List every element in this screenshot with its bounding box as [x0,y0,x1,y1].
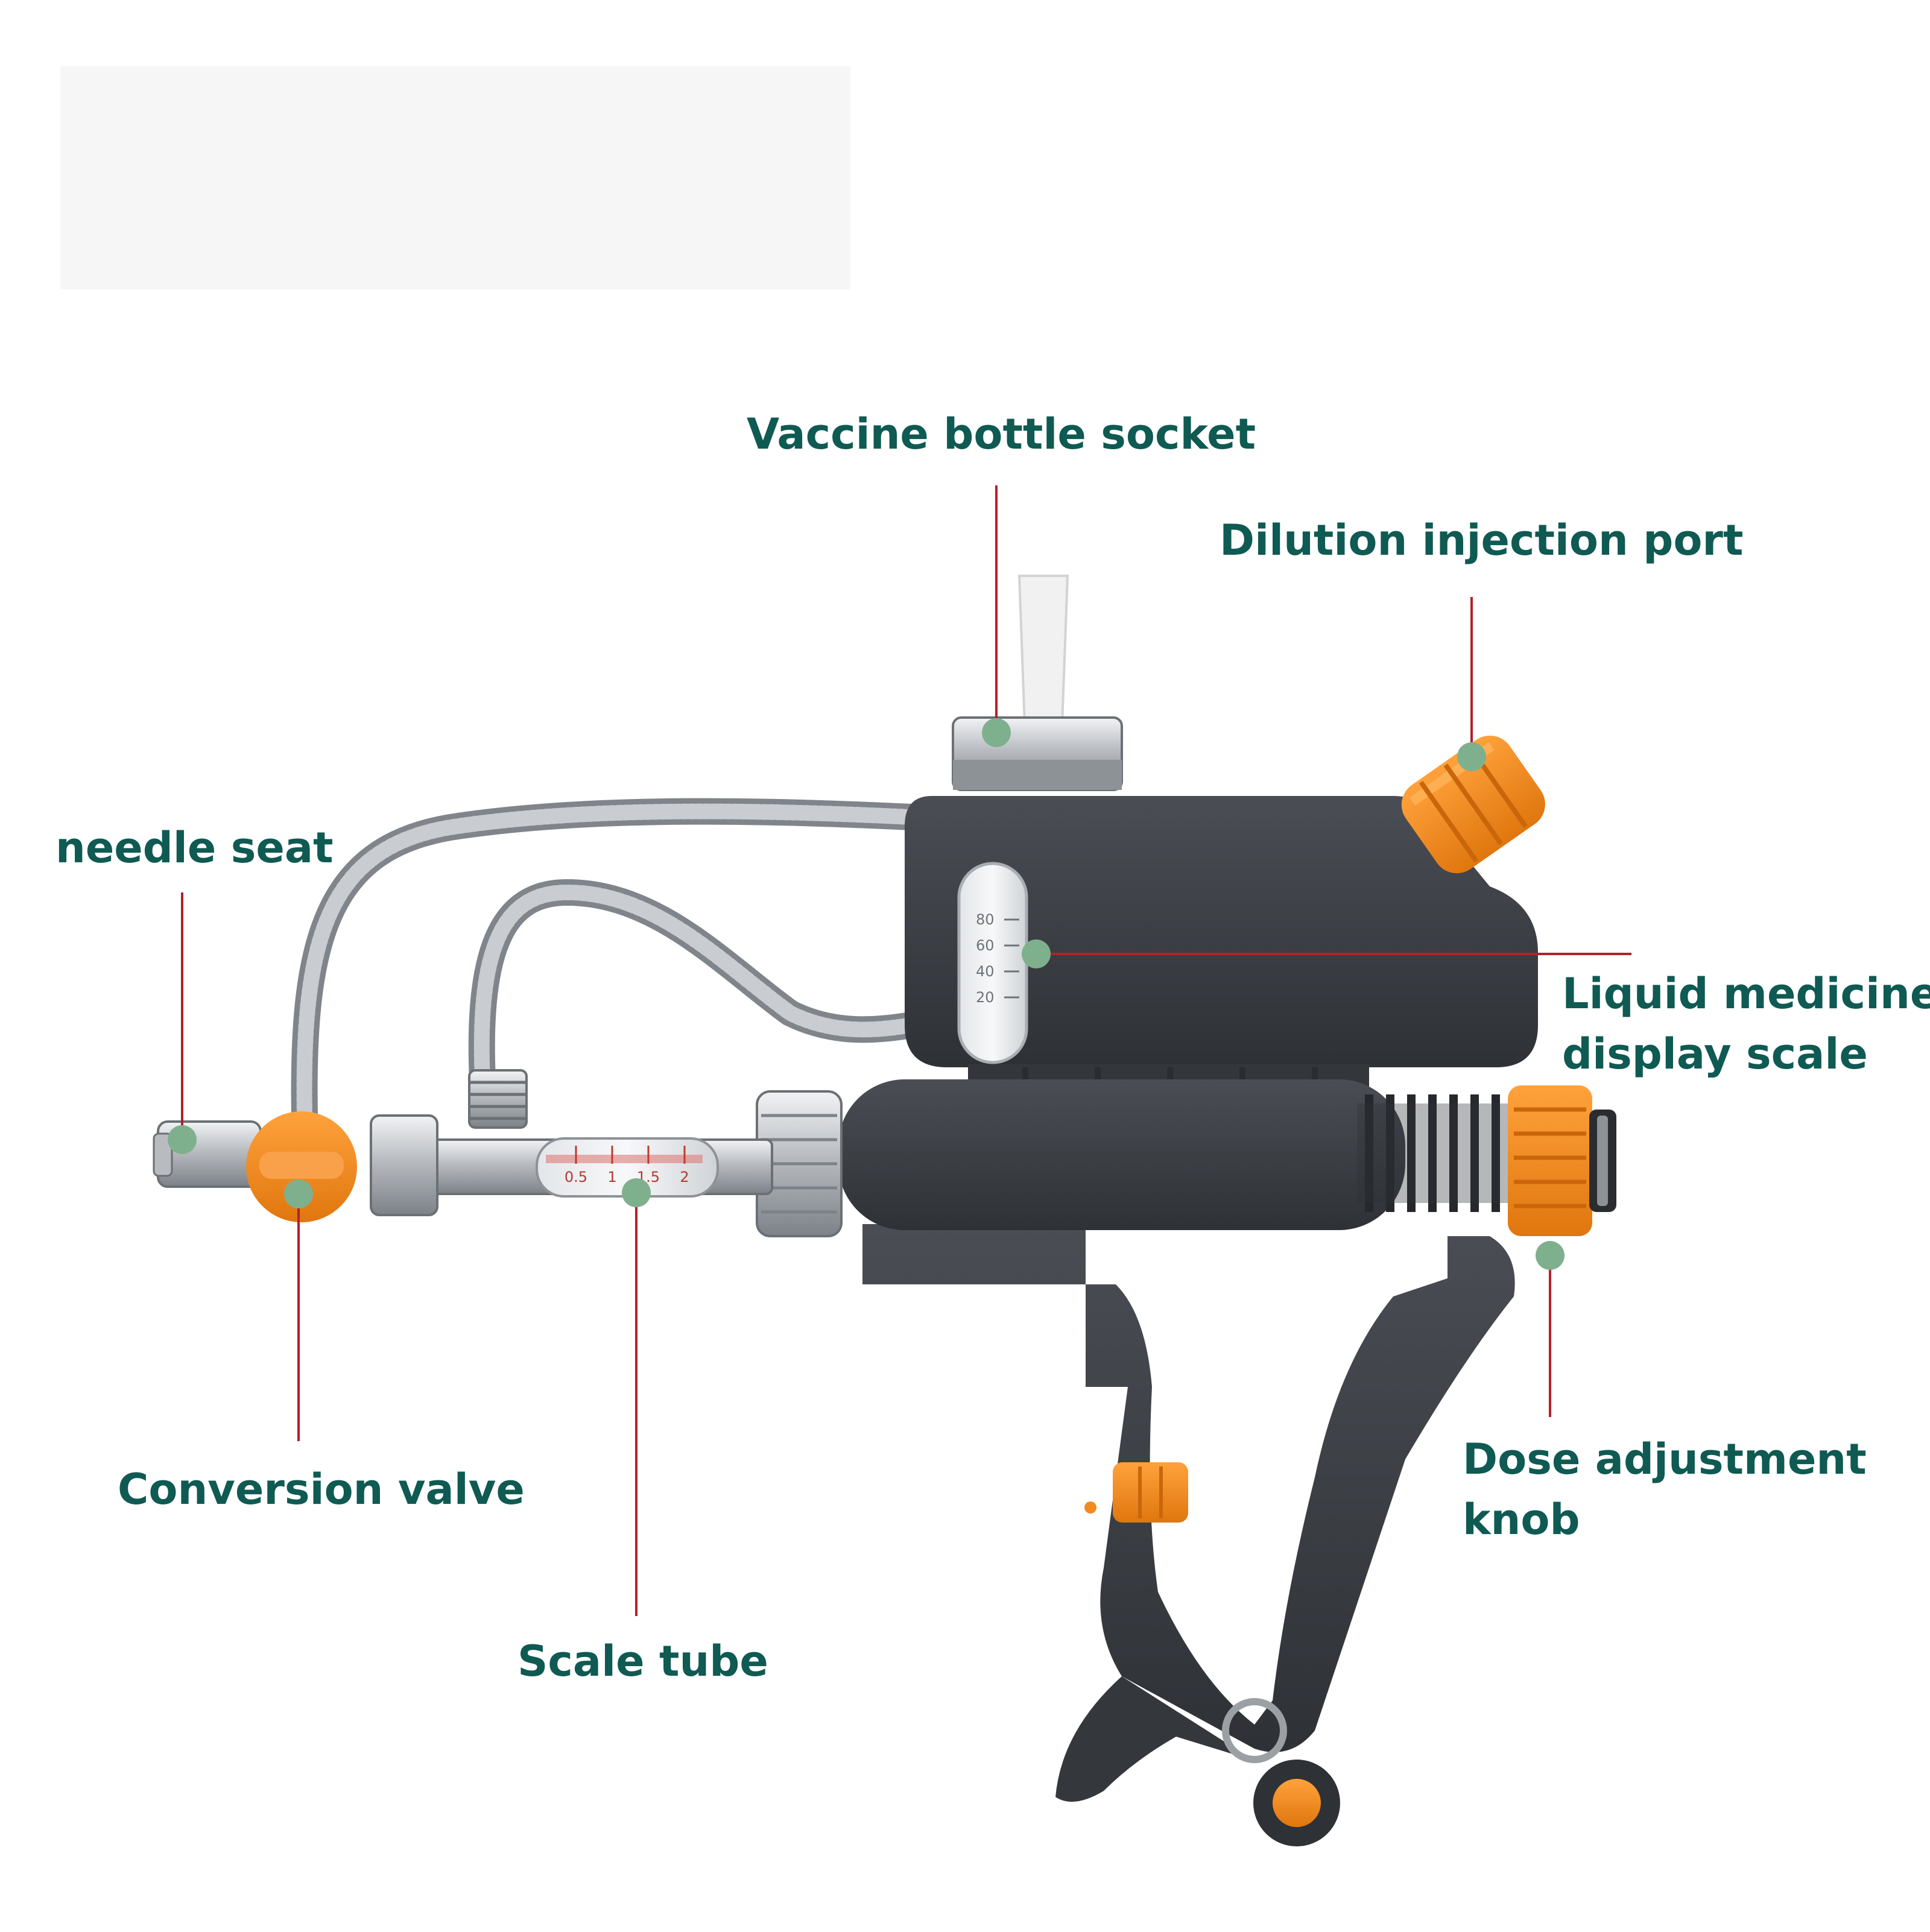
leader-lines [181,485,1631,1616]
front-nut-ridges [761,1114,837,1214]
dose-knob-ribs [1514,1107,1586,1208]
barrel-thread-section [1357,1103,1514,1203]
socket-clamp-base [953,760,1122,790]
tube-scale-tick-1: 1 [607,1169,616,1185]
medicine-scale-labels: 80 60 40 20 [976,911,995,1006]
medicine-scale-tick-80: 80 [976,911,995,928]
label-liquid-medicine-display-scale-line-2: display scale [1562,1029,1868,1079]
scale-tube-red-fill [546,1155,703,1163]
trigger-lock-orange-button [1113,1462,1188,1523]
marker-dot-vaccine-bottle-socket [982,718,1011,747]
medicine-scale-tick-20: 20 [976,989,995,1006]
marker-dots [168,718,1565,1270]
hex-fitting [370,1114,438,1216]
medicine-scale-tick-marks [1004,918,1019,999]
grip-indicator-dot [1084,1501,1096,1514]
dose-knob-body [1508,1085,1592,1236]
inner-hose-connector [468,1069,528,1129]
outer-hose [291,798,924,1129]
label-needle-seat: needle seat [55,823,334,873]
label-scale-tube: Scale tube [517,1637,768,1686]
trigger-lock-ribs [1138,1466,1163,1518]
tube-scale-tick-marks [575,1146,686,1164]
marker-dot-needle-seat [168,1125,197,1154]
reservoir-body [905,796,1538,1067]
medicine-scale-tick-60: 60 [976,937,995,954]
label-vaccine-bottle-socket: Vaccine bottle socket [747,409,1256,459]
conversion-valve-handle [259,1152,344,1179]
main-barrel [838,1079,1405,1230]
dose-knob-end-ring [1597,1116,1608,1206]
label-dose-adjustment-knob-line-1: Dose adjustment [1463,1435,1867,1484]
label-dose-adjustment-knob-line-2: knob [1463,1495,1580,1544]
tube-scale-tick-0-5: 0.5 [565,1169,587,1185]
needle-seat-tip [153,1132,173,1177]
label-liquid-medicine-display-scale-line-1: Liquid medicine [1562,969,1930,1018]
inner-hose-connector-ribs [470,1081,525,1120]
marker-dot-conversion-valve [284,1179,313,1208]
medicine-scale-tick-40: 40 [976,963,995,980]
label-dose-adjustment-knob: Dose adjustment knob [1463,1429,1867,1550]
barrel-thread-ribs [1365,1094,1500,1212]
label-liquid-medicine-display-scale: Liquid medicine display scale [1562,964,1930,1084]
inner-hose [468,879,924,1093]
grip-bottom-hook [1055,1676,1254,1802]
tube-scale-tick-2: 2 [680,1169,689,1185]
marker-dot-liquid-medicine-display-scale [1022,939,1051,968]
marker-dot-scale-tube [622,1178,651,1207]
label-conversion-valve: Conversion valve [118,1465,525,1514]
label-dilution-injection-port: Dilution injection port [1220,516,1744,565]
faint-background-block [60,66,850,289]
lanyard-ring [1222,1698,1287,1763]
marker-dot-dilution-injection-port [1457,742,1486,771]
marker-dot-dose-adjustment-knob [1536,1241,1565,1270]
pistol-grip [862,1224,1515,1752]
grip-pivot-orange-button [1273,1779,1321,1827]
